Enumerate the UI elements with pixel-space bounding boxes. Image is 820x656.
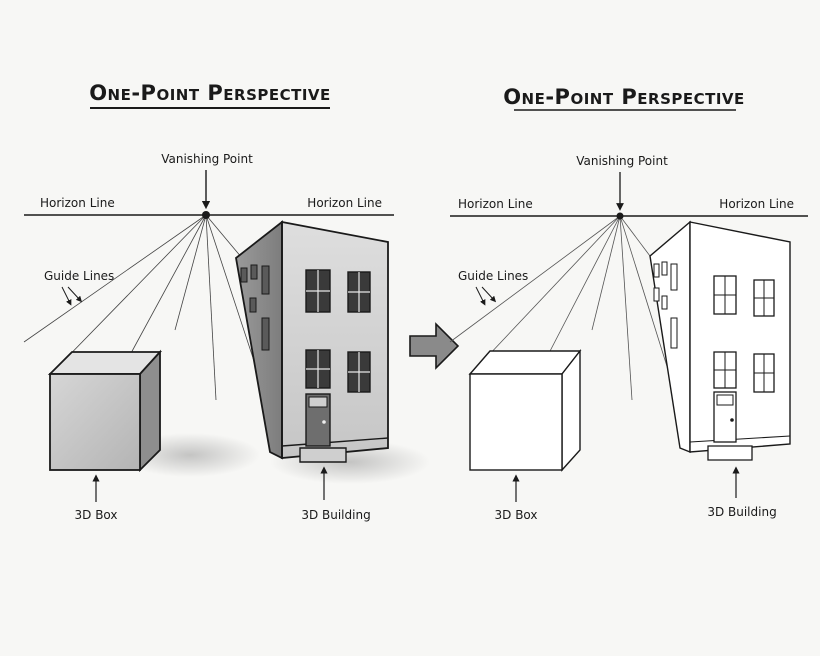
left-title: One-Point Perspective bbox=[89, 81, 331, 105]
right-vanishing-point bbox=[616, 212, 624, 220]
right-guide-lines-label: Guide Lines bbox=[458, 269, 528, 283]
left-guide-arrow-2 bbox=[61, 286, 72, 306]
right-3d-building bbox=[649, 220, 791, 461]
right-vanishing-point-label: Vanishing Point bbox=[576, 154, 668, 168]
right-3d-box bbox=[468, 348, 582, 472]
left-guide-arrow-1 bbox=[67, 286, 83, 303]
right-horizon-label-left: Horizon Line bbox=[458, 197, 533, 211]
left-vanishing-point bbox=[202, 211, 210, 219]
right-title: One-Point Perspective bbox=[503, 85, 745, 109]
left-3d-box bbox=[47, 349, 163, 473]
right-building-label: 3D Building bbox=[707, 505, 776, 519]
left-vanishing-point-label: Vanishing Point bbox=[161, 152, 253, 166]
right-panel: One-Point Perspective Vanishing Point Ho… bbox=[449, 85, 808, 522]
left-building-label: 3D Building bbox=[301, 508, 370, 522]
left-horizon-label-left: Horizon Line bbox=[40, 196, 115, 210]
right-guide-arrow-1 bbox=[481, 286, 497, 303]
left-box-label: 3D Box bbox=[75, 508, 118, 522]
left-horizon-label-right: Horizon Line bbox=[307, 196, 382, 210]
right-box-label: 3D Box bbox=[495, 508, 538, 522]
right-arrow-icon bbox=[409, 322, 460, 370]
left-guide-lines-label: Guide Lines bbox=[44, 269, 114, 283]
left-3d-building bbox=[235, 220, 389, 463]
right-guide-arrow-2 bbox=[475, 286, 486, 306]
right-horizon-label-right: Horizon Line bbox=[719, 197, 794, 211]
left-panel: One-Point Perspective Vanishing Point Ho… bbox=[23, 81, 430, 522]
